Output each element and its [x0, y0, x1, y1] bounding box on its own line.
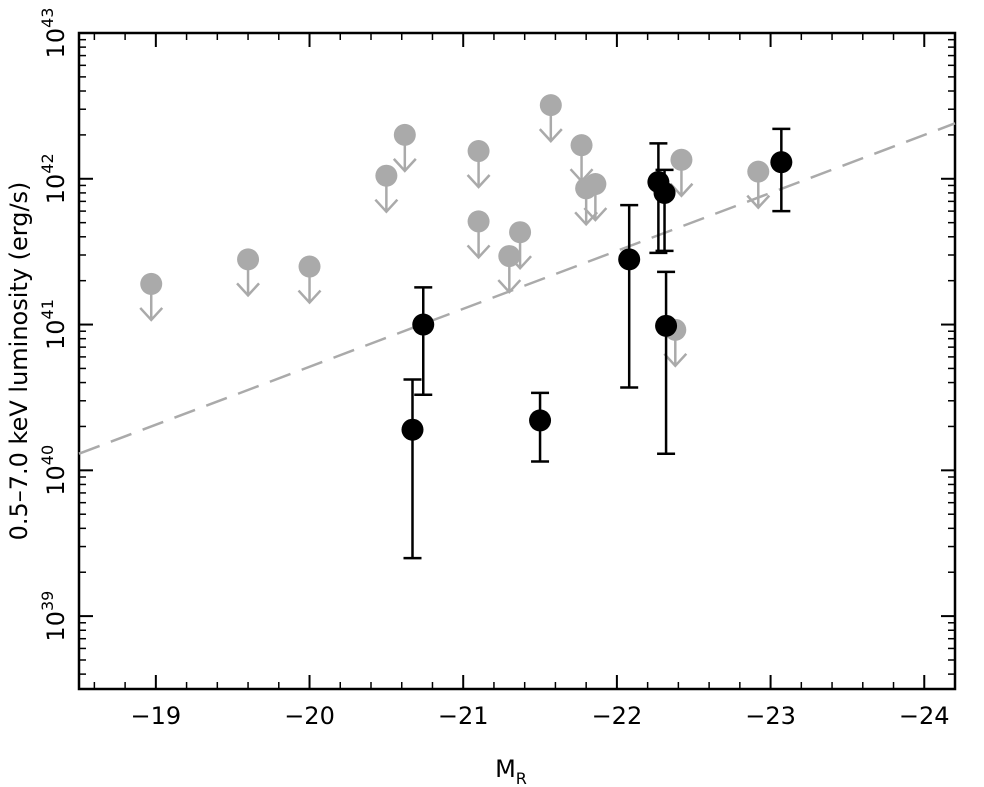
upper-limit-marker — [509, 221, 532, 244]
upper-limit-marker — [747, 160, 770, 183]
detection-marker — [618, 248, 641, 271]
upper-limit-arrow-head — [139, 307, 164, 322]
detection-marker — [412, 313, 435, 336]
upper-limit-arrow-head — [746, 194, 771, 210]
upper-limit-marker — [393, 123, 416, 146]
x-tick-label: −19 — [131, 702, 182, 730]
upper-limit-arrow-head — [466, 244, 491, 260]
upper-limit-arrow-head — [374, 198, 399, 214]
trend-line — [78, 122, 956, 455]
upper-limit-arrow-head — [466, 174, 491, 189]
upper-limit-arrow-head — [583, 207, 608, 222]
upper-limit-marker — [467, 210, 490, 233]
upper-limit-marker — [670, 148, 693, 171]
detection-marker — [529, 409, 552, 432]
upper-limit-arrow-head — [497, 279, 522, 294]
upper-limit-marker — [584, 173, 607, 196]
axis-ticks: −19 −20 −21 −22 −23 −24 1039 1040 1041 1042 1043 — [38, 8, 956, 730]
upper-limit-arrow-head — [297, 289, 322, 305]
upper-limit-arrow-head — [663, 352, 688, 368]
data-points-layer — [139, 94, 793, 560]
y-tick-label: 1041 — [38, 299, 70, 350]
x-tick-label: −23 — [745, 702, 796, 730]
x-tick-label: −20 — [284, 702, 335, 730]
upper-limit-marker — [140, 272, 163, 295]
upper-limit-marker — [539, 94, 562, 117]
upper-limit-marker — [467, 140, 490, 163]
y-tick-label: 1043 — [38, 8, 70, 59]
detection-marker — [770, 151, 793, 174]
upper-limit-marker — [570, 134, 593, 157]
y-tick-label: 1040 — [38, 445, 70, 496]
y-axis-title: 0.5–7.0 keV luminosity (erg/s) — [5, 182, 33, 541]
detection-marker — [401, 418, 424, 441]
detection-marker — [655, 314, 678, 337]
trend-line-layer — [78, 122, 956, 455]
upper-limit-arrow-head — [508, 255, 532, 271]
x-tick-label: −24 — [899, 702, 950, 730]
y-tick-label: 1042 — [38, 153, 70, 204]
y-tick-label: 1039 — [38, 591, 70, 642]
x-tick-label: −22 — [592, 702, 643, 730]
upper-limit-arrow-head — [538, 128, 563, 143]
plot-frame — [77, 31, 957, 691]
detection-marker — [653, 181, 676, 204]
x-axis-title: MR — [495, 755, 527, 787]
upper-limit-arrow-head — [236, 282, 260, 298]
upper-limit-marker — [375, 164, 398, 187]
upper-limit-marker — [298, 255, 321, 278]
x-tick-label: −21 — [438, 702, 489, 730]
upper-limit-arrow-head — [392, 158, 417, 173]
upper-limit-marker — [237, 248, 260, 271]
